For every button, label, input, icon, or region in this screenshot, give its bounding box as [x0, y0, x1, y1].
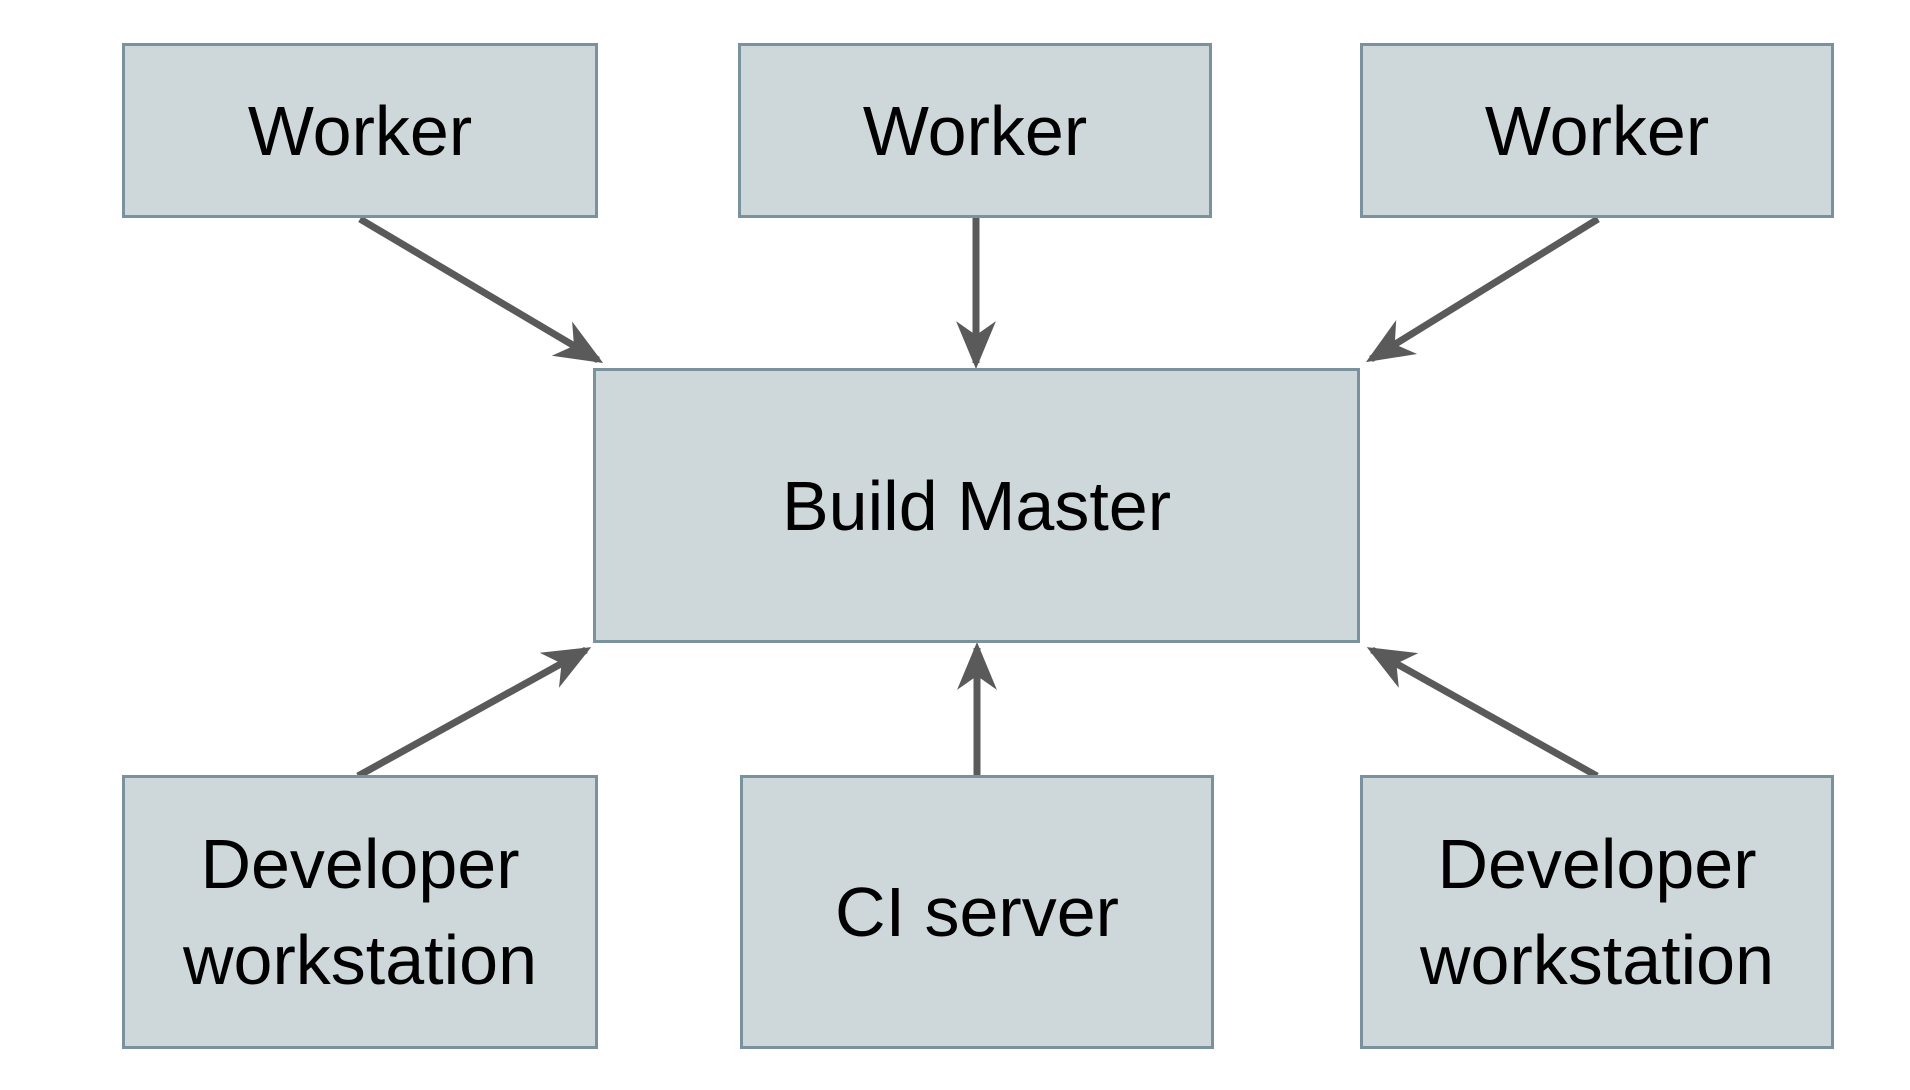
- node-worker-2: Worker: [738, 43, 1212, 218]
- arrow-worker-3-to-build-master: [1365, 216, 1600, 363]
- arrow-worker-1-to-build-master: [358, 215, 604, 364]
- node-label-worker-2: Worker: [862, 91, 1088, 170]
- node-build-master: Build Master: [593, 368, 1360, 643]
- node-developer-workstation-left: Developer workstation: [122, 775, 598, 1049]
- node-worker-1: Worker: [122, 43, 598, 218]
- node-label-developer-workstation-right: Developer workstation: [1419, 825, 1775, 999]
- node-label-worker-3: Worker: [1484, 91, 1710, 170]
- node-label-developer-workstation-left: Developer workstation: [182, 825, 538, 999]
- node-developer-workstation-right: Developer workstation: [1360, 775, 1834, 1049]
- node-label-worker-1: Worker: [247, 91, 473, 170]
- arrow-developer-workstation-right-to-build-master: [1366, 646, 1599, 780]
- node-worker-3: Worker: [1360, 43, 1834, 218]
- arrow-developer-workstation-left-to-build-master: [356, 646, 592, 780]
- node-ci-server: CI server: [740, 775, 1214, 1049]
- node-label-build-master: Build Master: [781, 466, 1172, 545]
- node-label-ci-server: CI server: [835, 873, 1119, 951]
